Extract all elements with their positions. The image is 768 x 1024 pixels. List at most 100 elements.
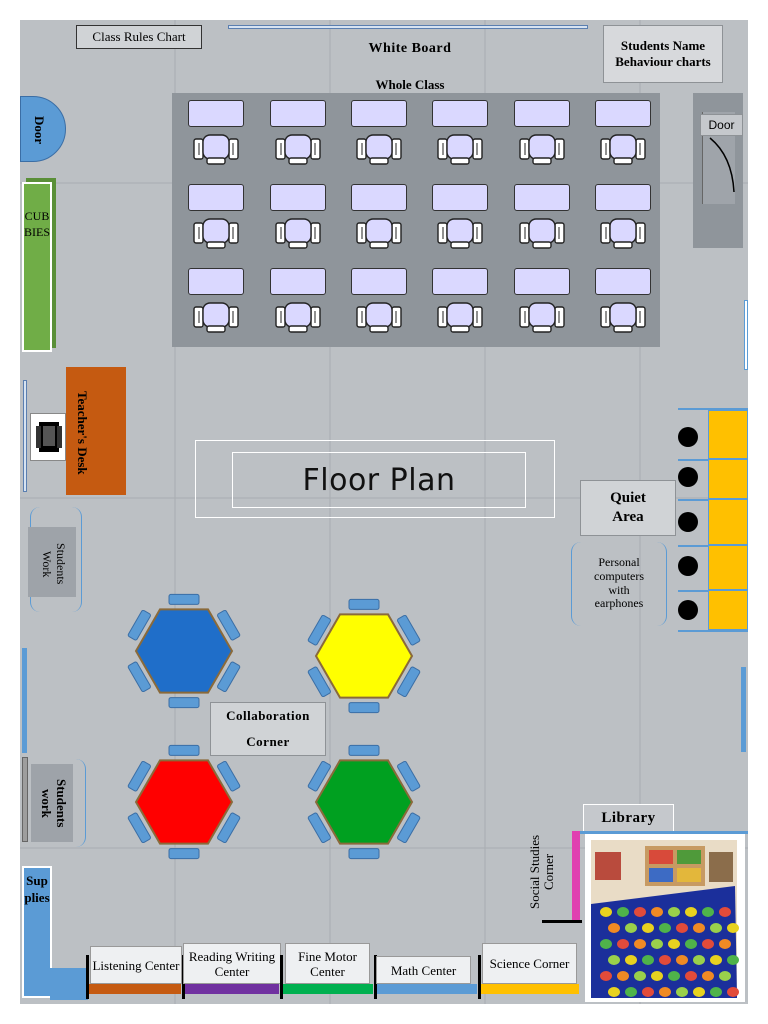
student-desk: [351, 184, 407, 211]
collaboration-corner: Collaboration Corner: [210, 702, 326, 756]
whole-class-label: Whole Class: [375, 77, 445, 92]
table-chair: [307, 614, 331, 646]
rug-pattern: [676, 923, 688, 933]
personal-computers-bracket: [571, 542, 667, 626]
armchair-icon: [36, 422, 62, 452]
hexagon-table: [134, 759, 234, 845]
students-work-label-2: Students work: [39, 778, 69, 828]
rug-pattern: [693, 987, 705, 997]
center-bar: [376, 984, 477, 994]
teacher-chair-box: [30, 413, 66, 461]
rug-pattern: [710, 923, 722, 933]
student-desk: [432, 100, 488, 127]
floor-plan-frame: [195, 440, 555, 518]
office-chair-icon: [275, 215, 321, 249]
rug-pattern: [608, 987, 620, 997]
computer-station: [708, 590, 748, 630]
rug-pattern: [659, 923, 671, 933]
door-right-label: Door: [708, 118, 735, 132]
rug-pattern: [634, 939, 646, 949]
office-chair-icon: [519, 215, 565, 249]
library-top-line: [572, 831, 748, 834]
personal-computers-label: Personal computers with earphones: [594, 555, 644, 611]
cubbies: CUBBIES: [22, 182, 52, 352]
table-chair: [307, 666, 331, 698]
rug-pattern: [710, 987, 722, 997]
office-chair-icon: [600, 299, 646, 333]
student-desk: [188, 184, 244, 211]
wall-window-1: [744, 300, 748, 370]
table-chair: [348, 702, 380, 714]
rug-pattern: [676, 955, 688, 965]
student-desk: [432, 268, 488, 295]
class-rules-chart-label: Class Rules Chart: [92, 29, 186, 44]
rug-pattern: [617, 971, 629, 981]
office-chair-icon: [437, 131, 483, 165]
table-chair: [217, 609, 241, 641]
learning-center-label: Math Center: [376, 956, 471, 984]
rug-pattern: [676, 987, 688, 997]
rug-pattern: [719, 907, 731, 917]
student-desk: [351, 100, 407, 127]
social-studies-corner: Social Studies Corner: [527, 828, 568, 916]
students-work-panel-2: Students work: [31, 764, 73, 842]
library: Library: [583, 804, 674, 832]
table-chair: [168, 697, 200, 709]
rug-pattern: [685, 939, 697, 949]
rug-pattern: [608, 923, 620, 933]
office-chair-icon: [437, 299, 483, 333]
rug-pattern: [642, 955, 654, 965]
office-chair-icon: [193, 131, 239, 165]
office-chair-icon: [275, 131, 321, 165]
table-chair: [348, 848, 380, 860]
rug-pattern: [727, 955, 739, 965]
student-seat-icon: [678, 467, 698, 487]
supplies-connector: [50, 968, 88, 1000]
wall-window-2: [741, 667, 746, 752]
hexagon-table: [314, 759, 414, 845]
library-rug-photo: [585, 834, 745, 1002]
office-chair-icon: [356, 299, 402, 333]
door-right: Door: [700, 114, 743, 136]
center-bar: [88, 984, 181, 994]
office-chair-icon: [193, 299, 239, 333]
rug-pattern: [693, 955, 705, 965]
student-desk: [270, 100, 326, 127]
rug-pattern: [608, 955, 620, 965]
whole-class-desk-area: [172, 93, 660, 347]
students-work-panel-1: Students Work: [28, 527, 76, 597]
table-chair: [127, 661, 151, 693]
table-chair: [307, 812, 331, 844]
student-desk: [514, 184, 570, 211]
student-seat-icon: [678, 556, 698, 576]
rug-pattern: [710, 955, 722, 965]
rug-pattern: [668, 939, 680, 949]
office-chair-icon: [356, 215, 402, 249]
teacher-wall-line: [23, 380, 27, 492]
rug-pattern: [651, 907, 663, 917]
cubbies-label: CUBBIES: [24, 209, 51, 239]
rug-pattern: [685, 971, 697, 981]
center-divider: [374, 955, 377, 999]
rug-pattern: [642, 923, 654, 933]
student-desk: [514, 100, 570, 127]
rug-pattern: [600, 939, 612, 949]
supplies: Supplies: [22, 866, 52, 998]
table-chair: [348, 598, 380, 610]
table-chair: [168, 744, 200, 756]
white-board-line: [228, 25, 588, 29]
collaboration-corner-label-1: Collaboration: [226, 708, 310, 723]
table-chair: [217, 760, 241, 792]
table-chair: [307, 760, 331, 792]
rug-pattern: [651, 939, 663, 949]
rug-pattern: [642, 987, 654, 997]
table-chair: [127, 760, 151, 792]
students-work-wall-line-2: [22, 757, 28, 842]
rug-pattern: [668, 907, 680, 917]
table-chair: [348, 744, 380, 756]
hexagon-table: [134, 608, 234, 694]
students-name-behaviour-chart: Students Name Behaviour charts: [603, 25, 723, 83]
quiet-area: Quiet Area: [580, 480, 676, 536]
rug-pattern: [600, 971, 612, 981]
office-chair-icon: [437, 215, 483, 249]
